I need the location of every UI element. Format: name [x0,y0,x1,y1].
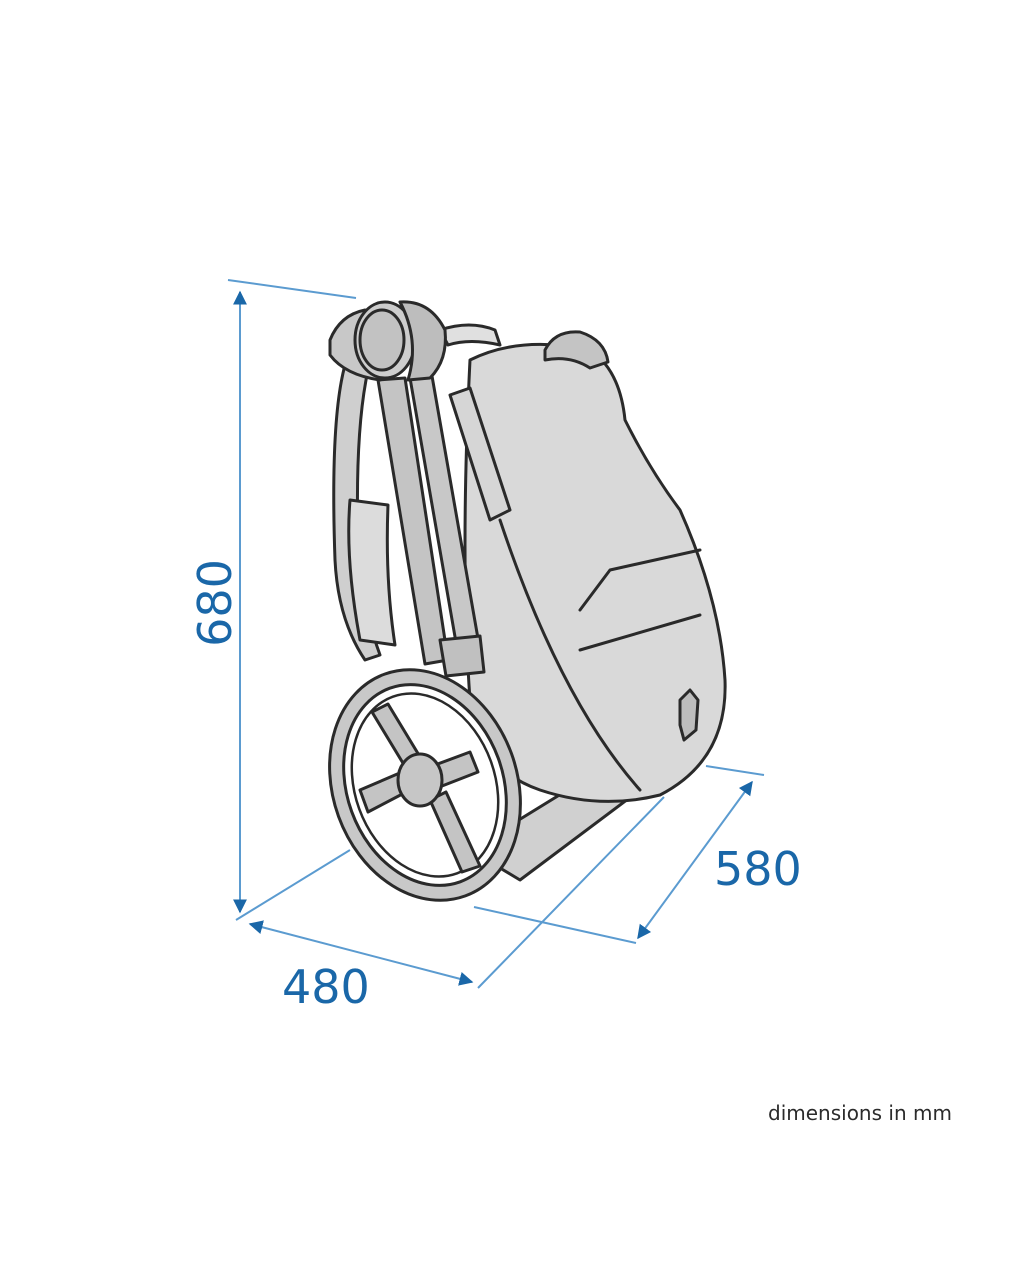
rear-wheel [328,668,522,902]
width-dimension-line [248,920,474,986]
height-extension-bottom [235,849,351,921]
depth-dimension-label: 580 [714,842,802,896]
depth-extension-bottom [473,906,637,944]
stroller-drawing [328,300,727,902]
width-dimension-label: 480 [282,960,370,1014]
depth-dimension-line [637,780,753,940]
depth-extension-top [705,765,765,776]
height-dimension-label: 680 [188,559,242,647]
dimension-lines [227,279,765,989]
units-caption: dimensions in mm [768,1101,952,1125]
height-extension-top [227,279,357,299]
width-extension-right [477,796,665,989]
